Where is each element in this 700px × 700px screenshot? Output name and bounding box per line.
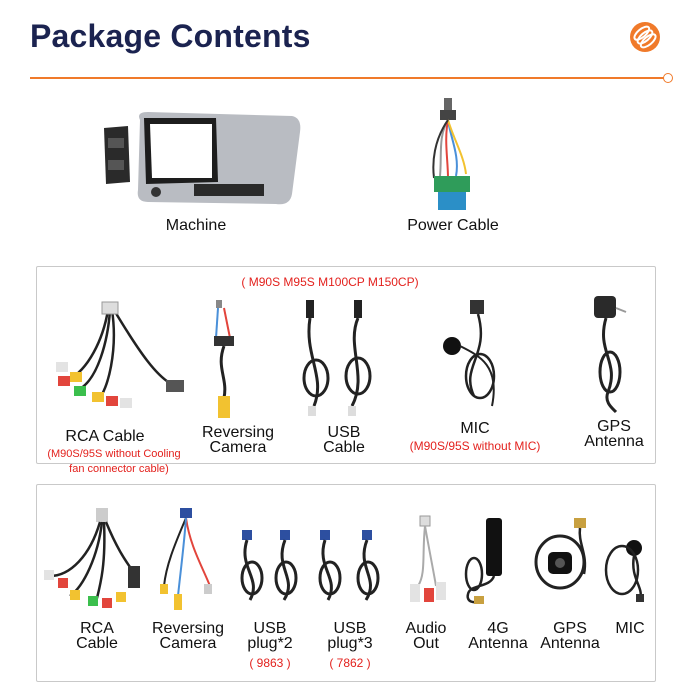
gps-antenna-label-1: GPS: [597, 418, 631, 435]
accessory-box-standard: [36, 484, 656, 682]
rca-cable-2-image: [40, 506, 142, 614]
4g-antenna-label-1: 4G: [487, 620, 509, 637]
mic-2-image: [600, 528, 650, 604]
gps-antenna-2-label-2: Antenna: [540, 635, 600, 652]
power-cable-image: [420, 96, 480, 214]
usb-plug-2-image: [236, 528, 306, 604]
reversing-camera-label-1: Reversing: [201, 424, 275, 441]
usb-plug-2-label-1: USB: [253, 620, 287, 637]
reversing-camera-2-label-1: Reversing: [151, 620, 225, 637]
usb-plug-2-label-2: plug*2: [247, 635, 293, 652]
4g-antenna-label-2: Antenna: [468, 635, 528, 652]
rca-cable-2-label-1: RCA: [80, 620, 114, 637]
audio-out-label-1: Audio: [405, 620, 447, 637]
page-title: Package Contents: [30, 18, 311, 54]
rca-cable-label: RCA Cable: [65, 428, 145, 445]
header-divider: [30, 77, 666, 79]
gps-antenna-2-label-1: GPS: [553, 620, 587, 637]
mic-image: [440, 296, 510, 414]
usb-plug-3-image: [314, 528, 388, 604]
brand-logo-icon: [628, 20, 662, 54]
reversing-camera-cable-image: [198, 298, 258, 422]
usb-cable-label-2: Cable: [323, 439, 365, 456]
gps-antenna-label-2: Antenna: [584, 433, 644, 450]
rca-cable-2-label-2: Cable: [76, 635, 118, 652]
audio-out-image: [402, 514, 454, 606]
machine-image: [96, 98, 306, 210]
audio-out-label-2: Out: [413, 635, 439, 652]
mic-2-label: MIC: [615, 620, 645, 637]
rca-note-line1: (M90S/95S without Cooling: [47, 448, 181, 460]
reversing-camera-2-image: [150, 506, 226, 614]
machine-label: Machine: [165, 217, 227, 234]
rca-note-line2: fan connector cable): [69, 463, 169, 475]
model-list: ( M90S M95S M100CP M150CP): [241, 275, 419, 289]
mic-label: MIC: [460, 420, 490, 437]
usb-plug-3-note: ( 7862 ): [329, 656, 371, 670]
usb-plug-3-label-2: plug*3: [327, 635, 373, 652]
usb-cable-image: [296, 296, 386, 422]
divider-end-dot: [663, 73, 673, 83]
accessory-box-models: [36, 266, 656, 464]
usb-plug-3-label-1: USB: [333, 620, 367, 637]
gps-antenna-image: [586, 292, 636, 420]
rca-cable-image: [48, 300, 188, 420]
usb-plug-2-note: ( 9863 ): [249, 656, 291, 670]
power-cable-label: Power Cable: [407, 217, 499, 234]
reversing-camera-label-2: Camera: [209, 439, 267, 456]
4g-antenna-image: [460, 514, 518, 606]
usb-cable-label-1: USB: [327, 424, 361, 441]
gps-antenna-2-image: [530, 514, 594, 606]
reversing-camera-2-label-2: Camera: [159, 635, 217, 652]
mic-note: (M90S/95S without MIC): [409, 439, 541, 453]
